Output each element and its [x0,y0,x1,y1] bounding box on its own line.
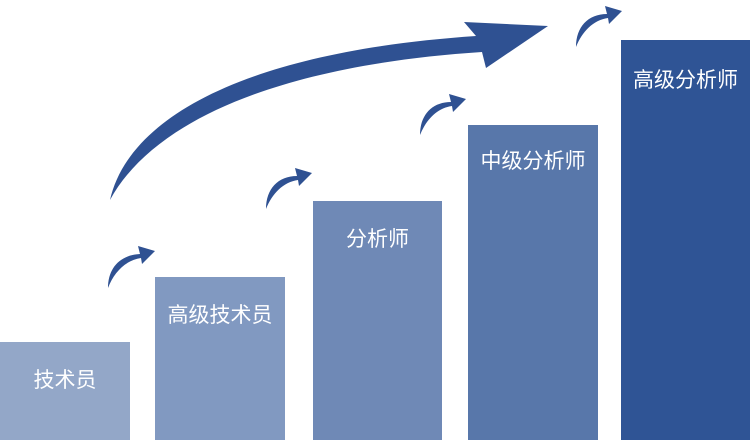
step-senior-technician: 高级技术员 [155,277,285,440]
step-label-senior-analyst: 高级分析师 [633,68,738,92]
step-label-mid-analyst: 中级分析师 [480,149,586,173]
step-technician: 技术员 [0,342,130,440]
step-mid-analyst: 中级分析师 [468,125,598,440]
step-label-senior-technician: 高级技术员 [167,303,273,327]
step-label-analyst: 分析师 [346,227,409,251]
small-arrow-icon [108,246,155,288]
small-arrow-icon [420,94,466,135]
step-label-technician: 技术员 [33,368,97,392]
small-arrow-icon [266,168,312,209]
step-senior-analyst: 高级分析师 [621,40,750,440]
small-arrow-icon [576,6,622,47]
step-analyst: 分析师 [313,201,442,440]
